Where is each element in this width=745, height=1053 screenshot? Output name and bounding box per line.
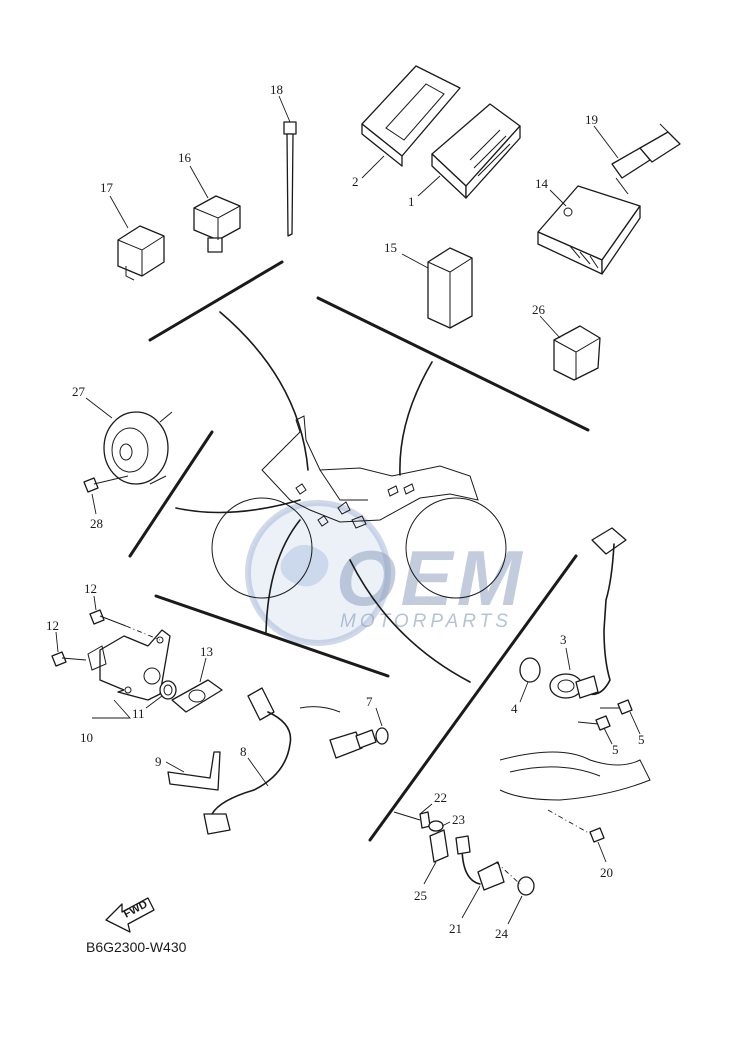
part-10-valve [87, 629, 171, 701]
callout-23: 23 [452, 812, 465, 827]
group-wires [175, 311, 471, 683]
part-18-cable-tie [283, 121, 297, 237]
part-9-bracket [167, 751, 221, 791]
callout-16: 16 [178, 150, 192, 165]
callout-1: 1 [408, 194, 415, 209]
watermark-sub: MOTORPARTS [340, 611, 512, 632]
part-26-relay [553, 325, 601, 381]
callout-15: 15 [384, 240, 397, 255]
part-11-oring [159, 680, 177, 700]
callout-8: 8 [240, 744, 247, 759]
callout-11: 11 [132, 706, 145, 721]
part-21-25-assembly [393, 811, 535, 896]
callout-14: 14 [535, 176, 549, 191]
part-27-horn [103, 411, 173, 485]
part-1-ecu [431, 103, 521, 199]
callout-22: 22 [434, 790, 447, 805]
part-12-bolts [51, 609, 161, 667]
callout-21: 21 [449, 921, 462, 936]
callout-17: 17 [100, 180, 114, 195]
part-13-gasket [171, 679, 223, 713]
part-4-oring [519, 657, 541, 683]
callout-26: 26 [532, 302, 546, 317]
part-3-sensor [549, 527, 627, 699]
watermark: OEM MOTORPARTS [245, 500, 526, 646]
callout-25: 25 [414, 888, 427, 903]
callout-28: 28 [90, 516, 103, 531]
callout-3: 3 [560, 632, 567, 647]
diagram-code: B6G2300-W430 [86, 939, 187, 955]
callout-20: 20 [600, 865, 613, 880]
callout-12a: 12 [84, 581, 97, 596]
part-28-bolt [83, 475, 129, 493]
part-16-sensor [193, 195, 241, 253]
fwd-arrow-icon: FWD [105, 897, 155, 933]
callout-12b: 12 [46, 618, 59, 633]
callout-19: 19 [585, 112, 598, 127]
part-20-frame [499, 751, 651, 843]
part-19-connector [611, 123, 681, 195]
motorcycle-outline [211, 415, 507, 599]
callout-7: 7 [366, 694, 373, 709]
watermark-brand: OEM [336, 534, 526, 622]
part-5-bolts [577, 699, 633, 731]
part-15-relay [427, 247, 473, 329]
callout-9: 9 [155, 754, 162, 769]
callout-4: 4 [511, 701, 518, 716]
callout-27: 27 [72, 384, 86, 399]
group-brackets [128, 260, 590, 842]
callout-2: 2 [352, 174, 359, 189]
part-2-cover [361, 65, 461, 167]
callout-18: 18 [270, 82, 283, 97]
part-7-sensor [299, 706, 389, 759]
callout-13: 13 [200, 644, 213, 659]
part-17-relay [117, 225, 165, 281]
callout-5a: 5 [638, 732, 645, 747]
callout-5b: 5 [612, 742, 619, 757]
callouts: 1 2 3 4 5 5 7 8 9 10 11 12 12 13 14 15 1 [46, 82, 645, 941]
part-8-sensor [203, 687, 292, 835]
part-14-regulator [537, 185, 641, 275]
callout-10: 10 [80, 730, 93, 745]
callout-24: 24 [495, 926, 509, 941]
